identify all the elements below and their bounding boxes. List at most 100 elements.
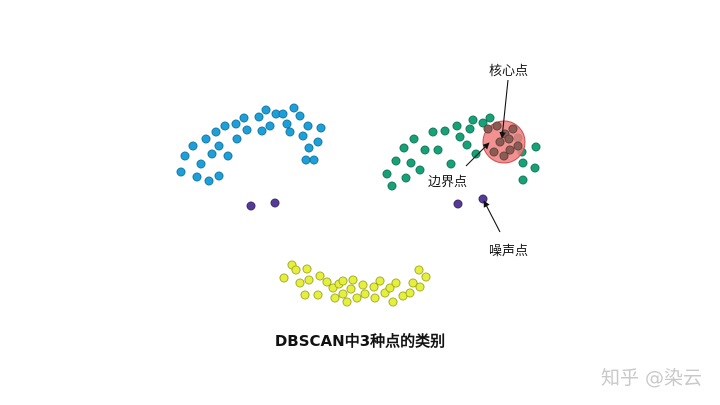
yellow-point xyxy=(408,278,418,288)
blue-point xyxy=(265,121,275,131)
yellow-point xyxy=(295,278,305,288)
blue-point xyxy=(298,131,308,141)
yellow-point xyxy=(338,289,348,299)
green-point xyxy=(420,145,430,155)
noise-point xyxy=(246,201,256,211)
green-point xyxy=(465,124,475,134)
core-points xyxy=(483,121,523,161)
core-point xyxy=(492,121,502,131)
core-point-label: 核心点 xyxy=(489,64,529,79)
green-point xyxy=(531,142,541,152)
blue-point xyxy=(285,127,295,137)
blue-point xyxy=(223,151,233,161)
core-point xyxy=(513,141,523,151)
green-point xyxy=(446,159,456,169)
core-point xyxy=(489,147,499,157)
green-point xyxy=(440,126,450,136)
yellow-point xyxy=(352,293,362,303)
blue-point xyxy=(220,121,230,131)
yellow-point xyxy=(304,275,314,285)
blue-point xyxy=(289,103,299,113)
blue-point xyxy=(214,171,224,181)
yellow-point xyxy=(370,293,380,303)
diagram-caption: DBSCAN中3种点的类别 xyxy=(274,332,446,350)
noise-point xyxy=(270,198,280,208)
blue-point xyxy=(192,172,202,182)
blue-point xyxy=(239,113,249,123)
green-point xyxy=(406,158,416,168)
green-point xyxy=(455,132,465,142)
yellow-point xyxy=(346,284,356,294)
green-point xyxy=(399,143,409,153)
yellow-point xyxy=(421,272,431,282)
green-point xyxy=(452,121,462,131)
yellow-point xyxy=(302,264,312,274)
border-point-label: 边界点 xyxy=(428,175,468,190)
yellow-point xyxy=(300,290,310,300)
green-point xyxy=(428,127,438,137)
yellow-point xyxy=(330,293,340,303)
yellow-point xyxy=(391,278,401,288)
yellow-point xyxy=(315,271,325,281)
yellow-point xyxy=(385,283,395,293)
blue-point xyxy=(295,111,305,121)
blue-point xyxy=(301,155,311,165)
core-pointer-arrow xyxy=(499,79,509,139)
yellow-point xyxy=(342,297,352,307)
blue-point xyxy=(303,121,313,131)
yellow-cluster xyxy=(279,260,431,307)
watermark: 知乎 @染云 xyxy=(600,367,702,389)
blue-point xyxy=(211,127,221,137)
blue-point xyxy=(180,151,190,161)
green-point xyxy=(409,134,419,144)
yellow-point xyxy=(313,290,323,300)
green-point xyxy=(471,149,481,159)
yellow-point xyxy=(322,277,332,287)
yellow-point xyxy=(415,282,425,292)
noise-point xyxy=(478,194,488,204)
blue-point xyxy=(201,134,211,144)
yellow-point xyxy=(405,288,415,298)
green-point xyxy=(485,113,495,123)
blue-cluster xyxy=(176,103,326,186)
green-point xyxy=(462,140,472,150)
yellow-point xyxy=(375,276,385,286)
blue-point xyxy=(214,141,224,151)
border-pointer-arrow xyxy=(465,142,490,167)
blue-point xyxy=(257,126,267,136)
green-point xyxy=(518,158,528,168)
blue-point xyxy=(261,105,271,115)
blue-point xyxy=(282,119,292,129)
green-point xyxy=(415,165,425,175)
noise-points xyxy=(246,194,488,211)
green-point xyxy=(530,163,540,173)
blue-point xyxy=(313,137,323,147)
green-cluster xyxy=(382,113,541,191)
green-point xyxy=(478,118,488,128)
blue-point xyxy=(304,143,314,153)
green-point xyxy=(468,115,478,125)
core-point xyxy=(483,124,493,134)
yellow-point xyxy=(388,297,398,307)
green-point xyxy=(391,156,401,166)
blue-point xyxy=(176,167,186,177)
blue-point xyxy=(254,112,264,122)
core-point xyxy=(508,124,518,134)
blue-point xyxy=(196,159,206,169)
green-point xyxy=(387,181,397,191)
yellow-point xyxy=(279,273,289,283)
blue-point xyxy=(188,141,198,151)
noise-pointer-arrow xyxy=(483,200,501,233)
blue-point xyxy=(242,125,252,135)
blue-point xyxy=(232,134,242,144)
yellow-point xyxy=(358,280,368,290)
yellow-point xyxy=(291,265,301,275)
blue-point xyxy=(231,119,241,129)
green-point xyxy=(433,145,443,155)
green-point xyxy=(401,173,411,183)
core-point xyxy=(499,151,509,161)
yellow-point xyxy=(369,282,379,292)
noise-point-label: 噪声点 xyxy=(489,244,529,259)
blue-point xyxy=(309,155,319,165)
